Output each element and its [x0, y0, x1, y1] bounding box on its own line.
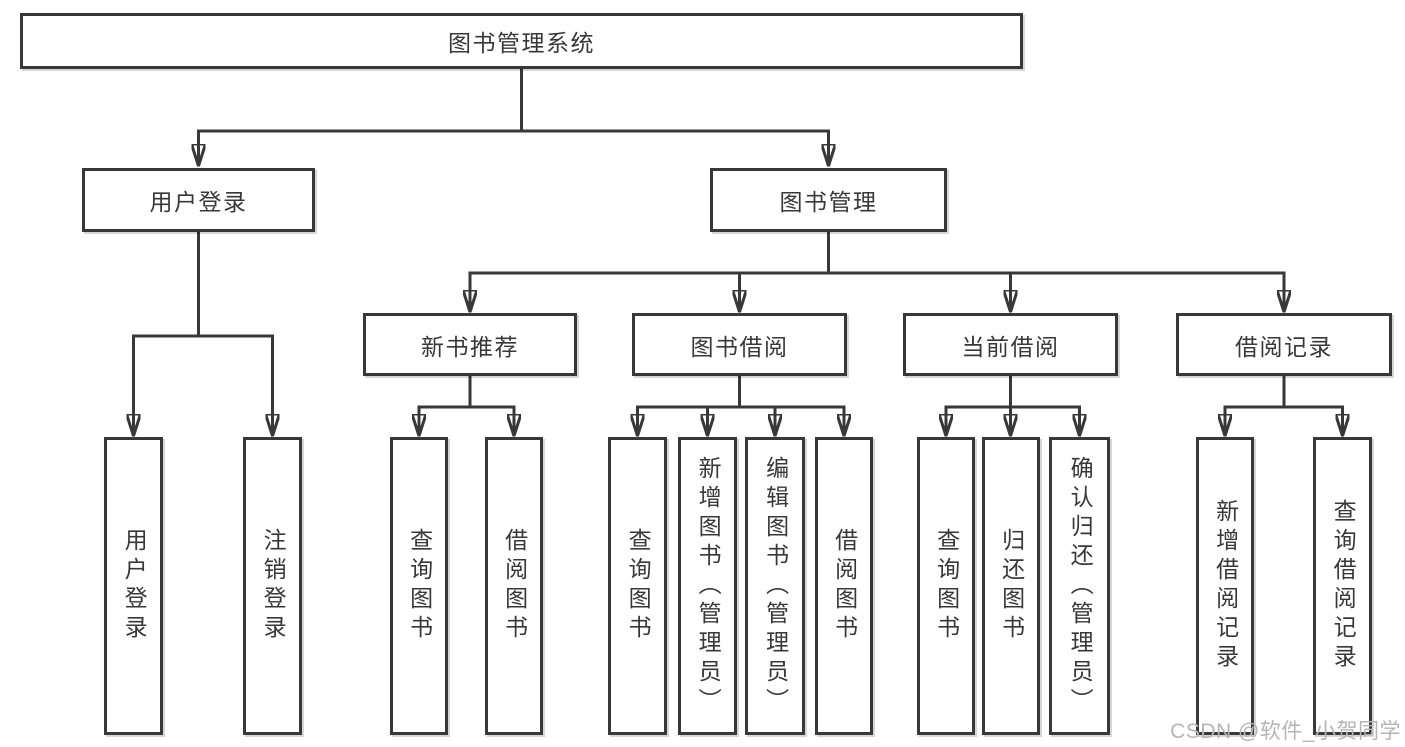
node-borrowing-records-label: 借阅记录: [1235, 333, 1333, 360]
node-root-label: 图书管理系统: [448, 30, 595, 56]
watermark: CSDN @软件_小贺同学: [1170, 720, 1401, 743]
node-book-management-label: 图书管理: [779, 189, 878, 215]
node-new-book-recommend-label: 新书推荐: [421, 333, 519, 360]
node-book-borrowing-label: 图书借阅: [690, 333, 789, 360]
leaf-user-login-label: 用户登录: [121, 528, 148, 644]
leaf-cb-query-books-label: 查询图书: [933, 528, 960, 644]
leaf-nbr-query-books: 查询图书: [390, 437, 448, 735]
node-user-login-label: 用户登录: [149, 189, 248, 215]
leaf-user-login: 用户登录: [104, 437, 163, 735]
leaf-bb-add-book-admin-label: 新增图书（管理员）: [695, 455, 722, 717]
leaf-logout-label: 注销登录: [260, 528, 287, 644]
leaf-br-add-record: 新增借阅记录: [1196, 437, 1254, 735]
node-borrowing-records: 借阅记录: [1176, 313, 1392, 376]
node-root: 图书管理系统: [20, 13, 1023, 69]
leaf-bb-borrow-books-label: 借阅图书: [831, 528, 858, 644]
leaf-cb-return-books: 归还图书: [982, 437, 1040, 735]
leaf-bb-add-book-admin: 新增图书（管理员）: [678, 437, 737, 735]
leaf-bb-edit-book-admin: 编辑图书（管理员）: [745, 437, 805, 735]
leaf-cb-confirm-return-admin-label: 确认归还（管理员）: [1067, 455, 1094, 717]
leaf-br-query-record: 查询借阅记录: [1313, 437, 1372, 735]
leaf-bb-query-books: 查询图书: [608, 437, 667, 735]
node-book-management: 图书管理: [710, 168, 947, 232]
leaf-br-query-record-label: 查询借阅记录: [1330, 499, 1357, 673]
leaf-bb-edit-book-admin-label: 编辑图书（管理员）: [762, 455, 789, 717]
leaf-bb-borrow-books: 借阅图书: [815, 437, 873, 735]
leaf-cb-query-books: 查询图书: [917, 437, 975, 735]
leaf-cb-confirm-return-admin: 确认归还（管理员）: [1049, 437, 1110, 735]
node-current-borrowing: 当前借阅: [903, 313, 1118, 376]
node-new-book-recommend: 新书推荐: [363, 313, 577, 376]
node-current-borrowing-label: 当前借阅: [961, 333, 1060, 360]
leaf-nbr-borrow-books: 借阅图书: [485, 437, 543, 735]
leaf-br-add-record-label: 新增借阅记录: [1212, 499, 1239, 673]
leaf-bb-query-books-label: 查询图书: [625, 528, 652, 644]
node-book-borrowing: 图书借阅: [632, 313, 847, 376]
leaf-nbr-query-books-label: 查询图书: [406, 528, 433, 644]
leaf-logout: 注销登录: [243, 437, 302, 735]
leaf-nbr-borrow-books-label: 借阅图书: [501, 528, 528, 644]
node-user-login: 用户登录: [82, 168, 315, 232]
leaf-cb-return-books-label: 归还图书: [998, 528, 1025, 644]
